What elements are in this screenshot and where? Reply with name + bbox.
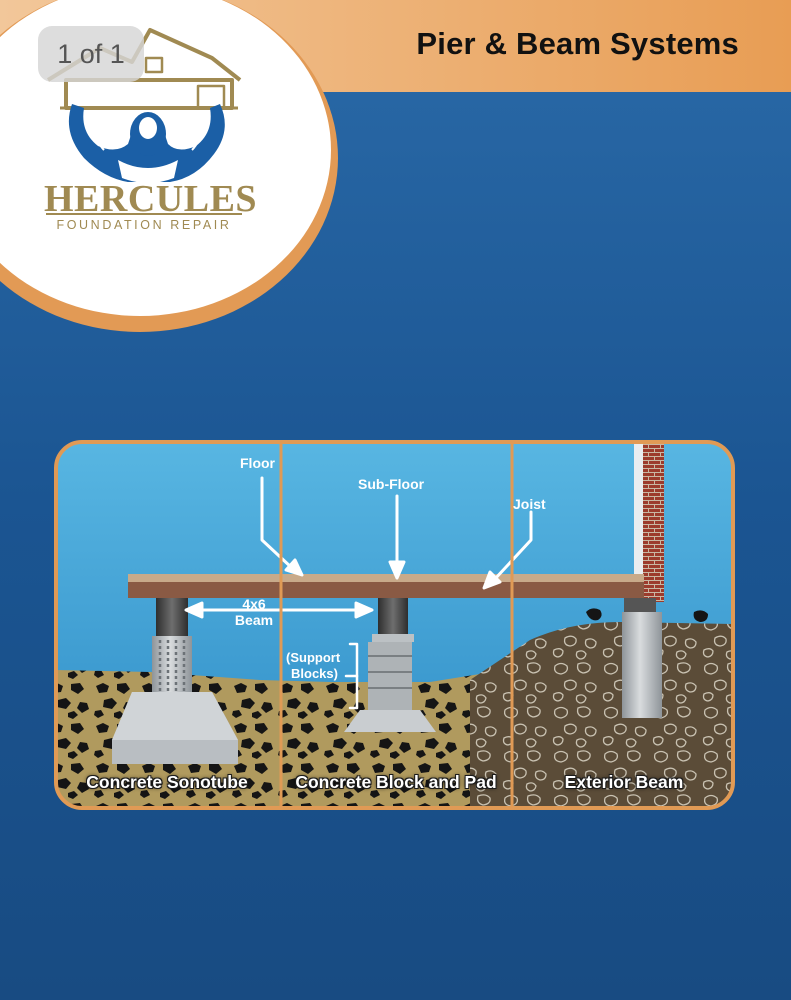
caption-concrete-sonotube: Concrete Sonotube <box>86 772 248 792</box>
label-support-line2: Blocks) <box>291 666 338 681</box>
label-beam: 4x6 Beam <box>235 596 273 628</box>
caption-exterior-beam: Exterior Beam <box>564 772 684 792</box>
joist-beam <box>128 582 644 598</box>
floor-board <box>128 574 644 582</box>
page-title: Pier & Beam Systems <box>416 26 739 61</box>
wall-siding <box>634 442 643 580</box>
pier-beam-diagram <box>54 440 735 810</box>
label-beam-line1: 4x6 <box>242 596 266 612</box>
block-and-pad-pier <box>344 598 436 732</box>
brick-wall <box>642 442 664 602</box>
label-floor: Floor <box>240 455 275 471</box>
exterior-beam-pier <box>586 598 708 718</box>
label-beam-line2: Beam <box>234 612 274 628</box>
label-support-blocks: (Support Blocks) <box>286 650 340 682</box>
logo-tagline: FOUNDATION REPAIR <box>56 218 232 232</box>
label-joist: Joist <box>513 496 546 512</box>
logo-brand-name: HERCULES <box>44 178 258 220</box>
label-sub-floor: Sub-Floor <box>358 476 425 492</box>
diagram-frame <box>54 440 735 810</box>
soil-dirt-mound <box>470 622 733 808</box>
sonotube-pier <box>112 598 238 764</box>
page-counter-badge[interactable]: 1 of 1 <box>38 26 144 82</box>
caption-concrete-block-and-pad: Concrete Block and Pad <box>295 772 497 792</box>
label-support-line1: (Support <box>286 650 341 665</box>
logo-hercules-figure-icon <box>68 104 225 183</box>
